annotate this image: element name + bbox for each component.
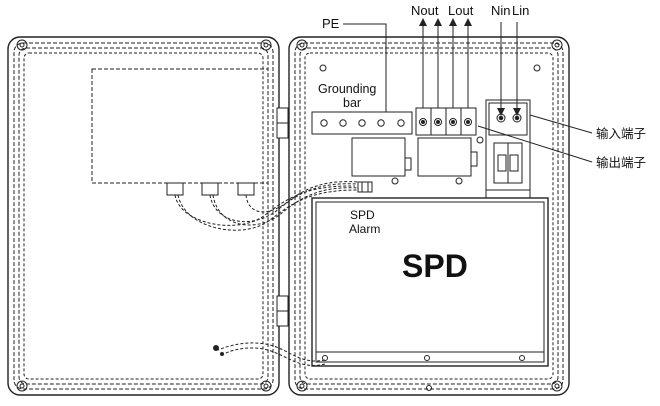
spd-module [311,197,549,367]
cable-glands [166,182,255,196]
label-lout: Lout [448,3,474,18]
label-grounding-bar-2: bar [343,96,361,110]
grounding-bar [311,111,413,135]
circuit-breaker [476,99,531,201]
label-grounding-bar-1: Grounding [318,82,376,96]
enclosure-base [288,36,570,396]
ground-cable-lug [213,345,224,356]
label-spd-main: SPD [402,248,468,284]
ground-cable [217,342,326,366]
hinges [276,107,289,327]
wire-harness [174,181,361,231]
terminal-blocks [415,107,477,136]
relay-modules [351,137,478,193]
enclosure-lid [7,36,280,396]
label-spd-alarm-2: Alarm [349,222,380,236]
label-nout: Nout [411,3,439,18]
leader-lines [343,18,593,163]
label-input-terminal: 输入端子 [596,126,646,141]
label-output-terminal: 输出端子 [596,155,646,170]
label-lin: Lin [512,3,529,18]
label-nin: Nin [491,3,511,18]
label-spd-alarm-1: SPD [350,208,375,222]
label-pe: PE [322,16,340,31]
lid-module-box [91,68,269,184]
